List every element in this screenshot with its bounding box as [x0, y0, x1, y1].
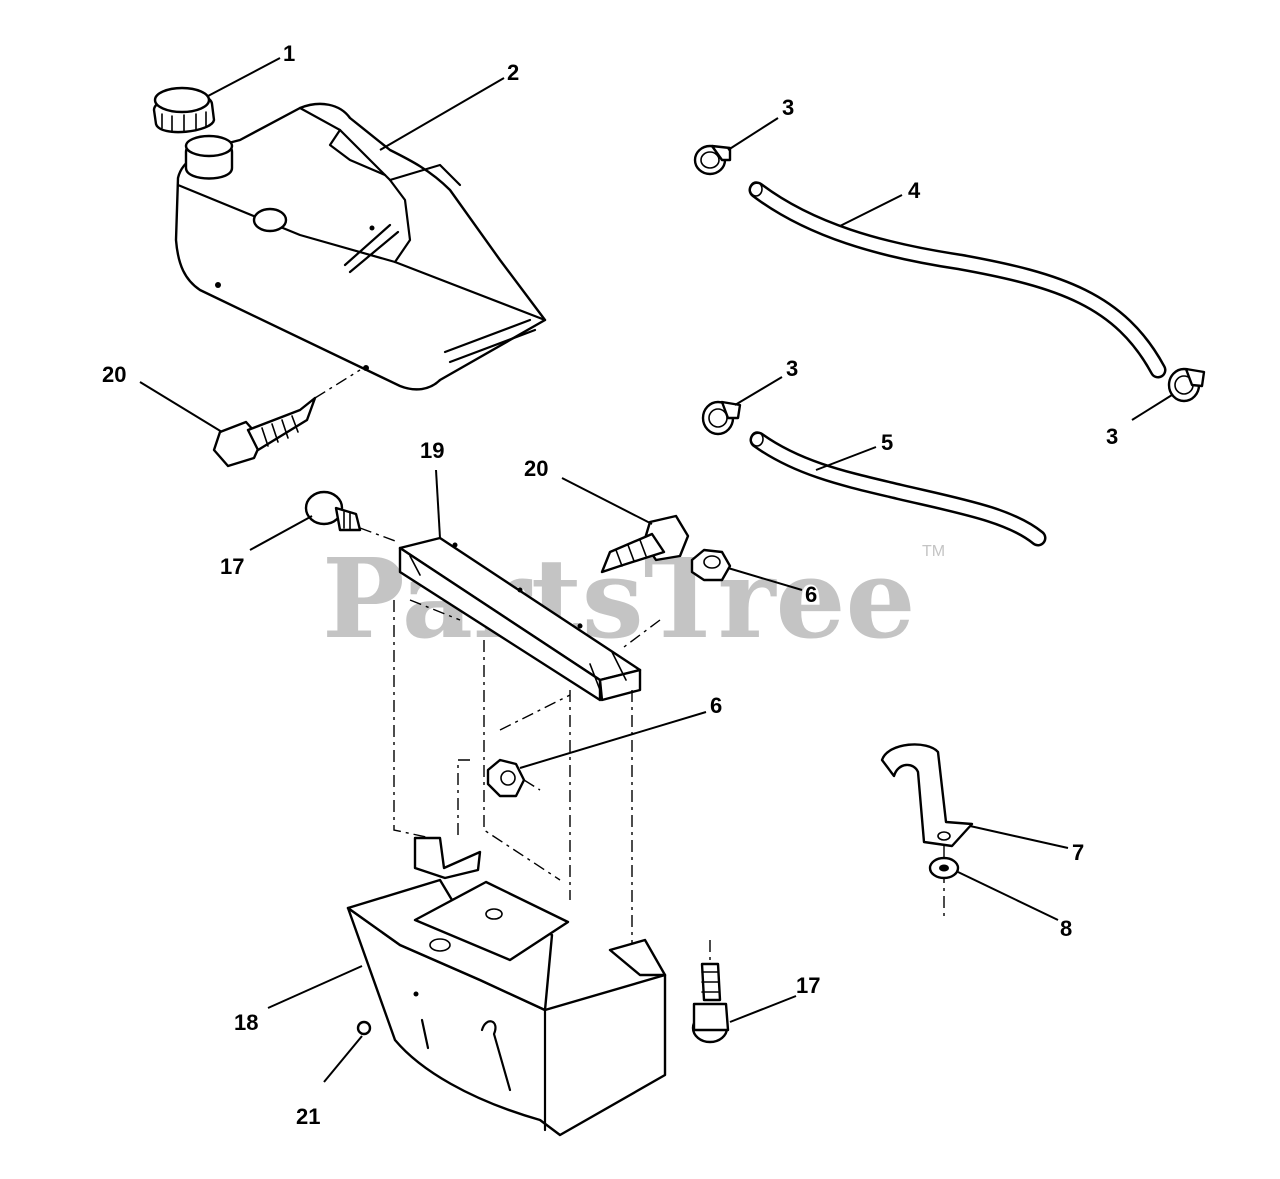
callout-7: 7: [1072, 840, 1084, 865]
callout-6-upper: 6: [805, 582, 817, 607]
hex-nut-lower: [486, 758, 526, 798]
mounting-bracket: [398, 536, 642, 702]
callout-2: 2: [507, 60, 519, 85]
callout-5: 5: [881, 430, 893, 455]
callout-20-left: 20: [102, 362, 126, 387]
callout-20-middle: 20: [524, 456, 548, 481]
fuel-cap: [152, 86, 216, 134]
fuel-hose-short: [749, 431, 1047, 547]
shoulder-bolt-upper: [304, 490, 362, 532]
washer: [928, 856, 960, 880]
rivet: [356, 1020, 372, 1036]
callout-4: 4: [908, 178, 921, 203]
hose-clip: [880, 743, 974, 848]
tapping-screw-middle: [600, 514, 690, 574]
watermark-trademark: TM: [922, 543, 945, 560]
callout-8: 8: [1060, 916, 1072, 941]
callout-19: 19: [420, 438, 444, 463]
hose-clamp-right: [1167, 367, 1206, 403]
leader-lines: [139, 57, 1173, 1083]
tank-filler-neck: [184, 134, 234, 180]
callout-6-lower: 6: [710, 693, 722, 718]
hose-clamp-top: [693, 144, 732, 176]
callout-17-lower: 17: [796, 973, 820, 998]
callout-21: 21: [296, 1104, 320, 1129]
callout-3-middle: 3: [786, 356, 798, 381]
callout-1: 1: [283, 41, 295, 66]
shoulder-bolt-lower: [691, 962, 730, 1044]
housing-panel: [346, 836, 667, 1137]
callout-3-top: 3: [782, 95, 794, 120]
fuel-hose-long: [748, 181, 1167, 379]
tapping-screw-left: [212, 396, 317, 468]
hose-clamp-middle: [701, 400, 742, 436]
fuel-tank: [174, 102, 547, 391]
callout-18: 18: [234, 1010, 258, 1035]
callout-17-upper: 17: [220, 554, 244, 579]
callout-3-right: 3: [1106, 424, 1118, 449]
hex-nut-upper: [690, 548, 732, 582]
